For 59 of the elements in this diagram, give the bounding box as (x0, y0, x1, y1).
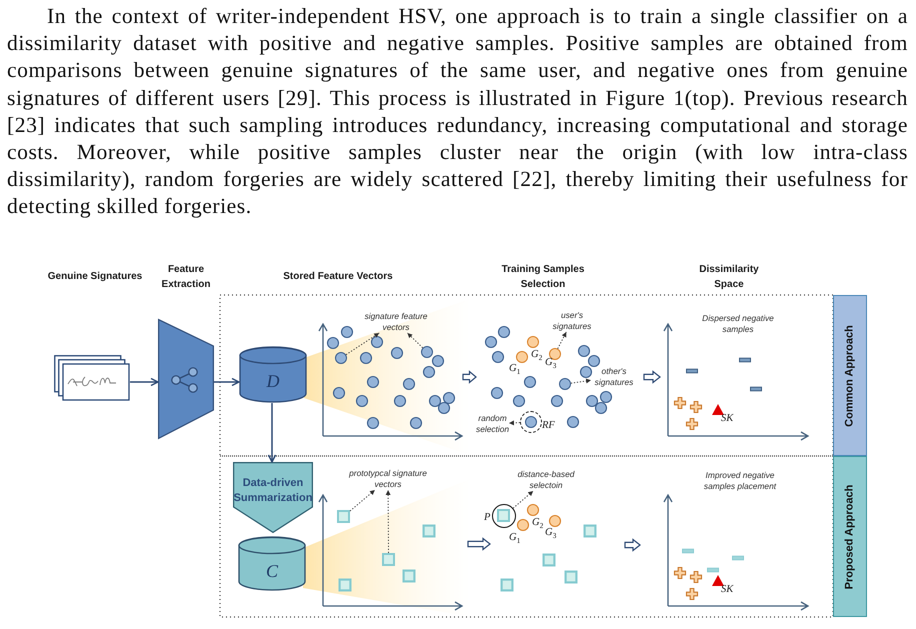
step-label: Data-driven Summarization (233, 476, 313, 506)
database-cylinder (238, 537, 306, 591)
arrow (130, 378, 159, 386)
block-arrow (624, 538, 641, 552)
prototype-square (337, 510, 350, 523)
leader-line (508, 420, 520, 426)
column-heading: Feature Extraction (160, 263, 212, 292)
point-label: G$_{3}$ (545, 527, 556, 542)
annotation-text: signature feature vectors (355, 311, 437, 333)
point-label: G$_{1}$ (509, 363, 520, 378)
block-arrow (462, 370, 477, 384)
feature-extractor-trapezoid (158, 319, 214, 439)
database-cylinder (239, 347, 307, 403)
arrow (214, 378, 240, 386)
point-label: SK (721, 584, 734, 595)
point-label: G$_{1}$ (509, 532, 520, 546)
leader-line (346, 332, 380, 356)
summarization-pentagon (233, 462, 313, 533)
annotation-text: distance-based selectoin (514, 469, 578, 491)
approach-band (833, 295, 867, 456)
dashed-selection-circle (520, 411, 542, 433)
point-label: G$_{2}$ (531, 349, 542, 364)
leader-line (350, 490, 376, 512)
leader-line (386, 490, 391, 554)
block-arrow (643, 370, 661, 384)
leader-line (570, 378, 592, 384)
data-point (559, 378, 571, 390)
selection-circle (492, 504, 516, 528)
point-label: SK (721, 413, 734, 424)
annotation-text: Improved negative samples placement (702, 470, 778, 492)
body-paragraph: In the context of writer-independent HSV, one approach is to train a single classifier on a dissimilarity dataset with positive and negative samples. Positive samples are obtained from comparisons between genuine signatures of the same user, and negative ones from genuine signatures of different users [29]. This process is illustrated in Figure 1(top). Previous research [23] indicates that such sampling introduces redundancy, increasing computational and storage costs. Moreover, while positive samples cluster near the origin (with low intra-class dissimilarity), random forgeries are widely scattered [22], thereby limiting their usefulness for detecting skilled forgeries. (7, 3, 908, 220)
column-heading: Stored Feature Vectors (282, 270, 394, 284)
genuine-signature-point (516, 351, 528, 363)
column-heading: Dissimilarity Space (698, 263, 760, 292)
leader-line (512, 490, 534, 509)
genuine-signature-point (527, 336, 539, 348)
point-label: G$_{2}$ (532, 517, 544, 532)
annotation-text: random selection (476, 413, 509, 435)
point-label: G$_{3}$ (545, 357, 556, 372)
section-label: Common Approach (844, 324, 856, 426)
leader-line (406, 332, 424, 348)
annotation-text: user's signatures (546, 310, 598, 332)
dataset-symbol: D (266, 372, 280, 390)
point-label: P (484, 512, 490, 523)
arrow (268, 403, 276, 463)
dataset-symbol: C (266, 562, 278, 580)
approach-band (833, 456, 867, 617)
annotation-text: other's signatures (591, 366, 637, 388)
annotation-text: Dispersed negative samples (701, 313, 775, 334)
annotation-text: prototypcal signature vectors (340, 468, 436, 490)
point-label: RF (542, 420, 555, 431)
genuine-signature-point (549, 348, 561, 360)
prototype-square (382, 553, 395, 566)
block-arrow (467, 537, 491, 551)
signature-cards-drawing (54, 355, 130, 401)
column-heading: Training Samples Selection (500, 263, 586, 292)
column-heading: Genuine Signatures (46, 270, 144, 284)
leader-line (557, 332, 567, 350)
section-label: Proposed Approach (844, 484, 856, 589)
